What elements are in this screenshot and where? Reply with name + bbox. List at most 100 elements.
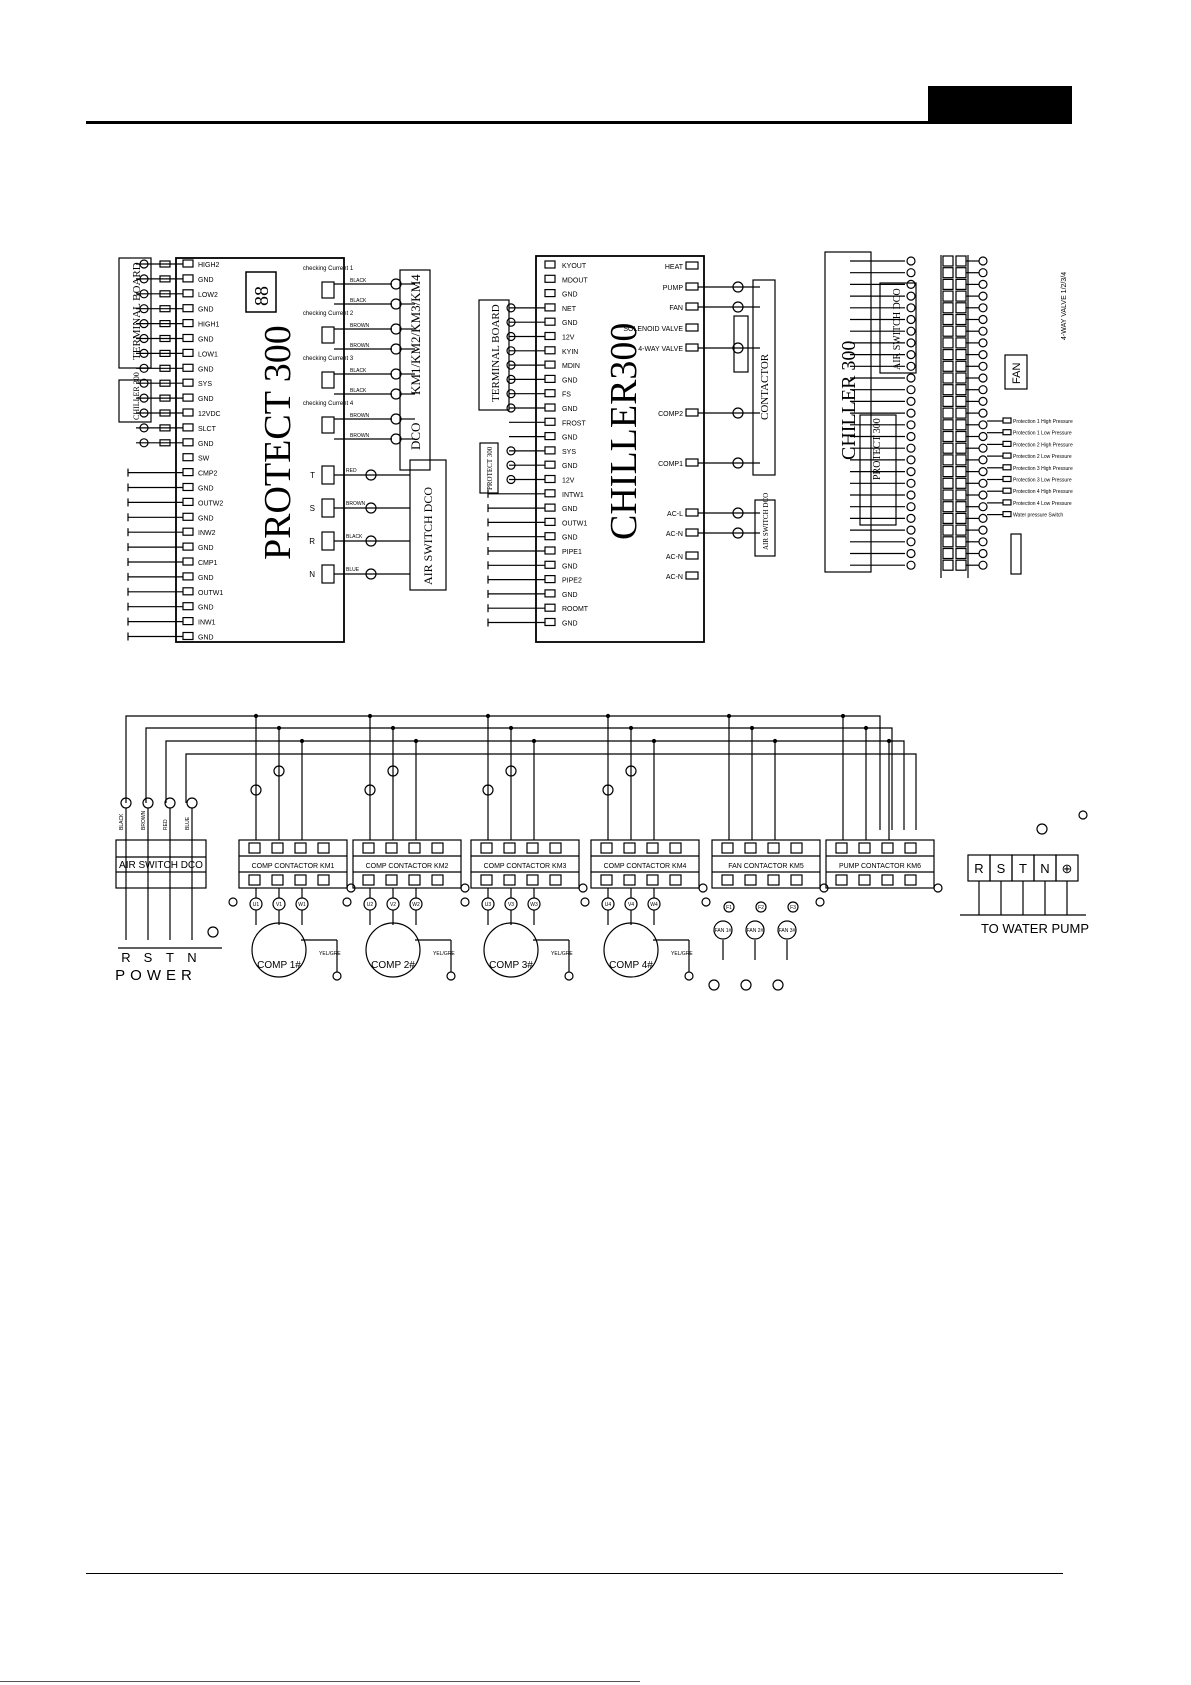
wire-number-marker [978,279,988,289]
wire-number-marker [906,537,916,547]
wire-number-marker [906,291,916,301]
fan-earth [740,979,752,991]
wire-number-marker [906,513,916,524]
chiller-title: CHILLER300 [603,323,645,540]
wire-number-marker [364,784,376,796]
pump-terminal-label: T [1019,861,1027,876]
fan-motor [713,920,733,940]
chiller-terminal-label: GND [562,463,578,470]
terminal-chiller-box [824,251,872,573]
wire-number-marker [906,385,916,395]
chiller-terminal-label: FS [562,392,571,399]
coil-terminal-marker [701,897,711,907]
wire-number-marker [506,389,516,399]
wire-number-marker [906,373,916,383]
wire-number-marker [978,350,988,360]
chiller-terminal-label: INTW1 [562,492,584,499]
protect-terminal-label: INW1 [198,620,216,627]
terminal-protect: PROTECT 300 [872,418,883,480]
motor-terminal-label: U2 [367,902,374,908]
chiller-terminal-board-label: TERMINAL BOARD [490,304,502,402]
wire-number-marker [732,407,744,419]
pump-terminal-label: S [997,861,1006,876]
protect-terminal-label: LOW1 [198,351,218,358]
wire-number-marker [906,279,916,289]
wire-number-marker [906,502,916,512]
protect-terminal-label: GND [198,635,214,642]
wire-number-marker [139,304,149,314]
protection-label: Protection 2 High Pressure [1013,442,1073,448]
fan-earth [772,979,784,991]
motor-terminal-label: V1 [276,902,282,908]
terminal-fan: FAN [1011,363,1023,384]
wire-number-marker [978,314,988,325]
protect-display-value: 88 [251,286,273,306]
chiller-contactor: CONTACTOR [759,353,771,420]
compressor-motor [603,922,659,978]
fan-terminal [787,901,799,913]
wire-number-marker [506,460,516,470]
earth-symbol [207,926,219,938]
pump-terminal-label: ⊕ [1062,861,1073,876]
wire-number-marker [387,765,399,777]
chiller-terminal-label: ROOMT [562,606,589,613]
wire-number-marker [139,319,149,329]
wire-number-marker [906,525,916,535]
chiller-terminal-label: MDIN [562,363,580,370]
coil-terminal-marker [578,883,588,893]
terminal-valve: 4-WAY VALVE 1/2/3/4 [1061,272,1068,340]
svg-text:AIR SWITCH DCO: AIR SWITCH DCO [119,860,203,871]
chiller-air-switch: AIR SWITCH DCO [762,493,770,550]
chiller-terminal-label: GND [562,435,578,442]
fan-motor [745,920,765,940]
phase-terminal-marker [365,502,377,514]
protect-terminal-label: OUTW2 [198,500,223,507]
wire-number-marker [906,408,916,418]
motor-terminal-label: W3 [530,902,538,908]
wire-color-label: BLACK [350,388,367,394]
protect-terminal-label: INW2 [198,530,216,537]
protect-terminal-label: GND [198,337,214,344]
coil-terminal-marker [698,883,708,893]
wire-number-marker [906,467,916,477]
wire-color-label: YEL/GRE [319,951,341,957]
coil-terminal-marker [580,897,590,907]
protect-terminal-label: SW [198,456,210,463]
protection-label: Protection 2 Low Pressure [1013,454,1072,460]
compressor-motor [251,922,307,978]
wire-number-marker [506,403,516,413]
wire-color-label: BLACK [119,813,125,830]
wire-color-label: BLACK [346,534,363,540]
wire-color-label: BROWN [346,501,366,507]
chiller-terminal-label: GND [562,320,578,327]
chiller-output-label: FAN [669,305,683,312]
chiller-output-label: AC-L [667,511,683,518]
water-pump-label: TO WATER PUMP [981,921,1089,936]
wire-number-marker [506,474,516,485]
page-edge-rule [0,1681,640,1682]
chiller-terminal-label: GND [562,506,578,513]
contactor-4: COMP CONTACTOR KM4 [580,839,708,907]
wire-number-marker [625,765,637,777]
wire-number-marker [506,374,516,384]
chiller-output-label: HEAT [665,264,684,271]
wire-number-marker [978,455,988,465]
chiller-terminal-label: KYIN [562,349,578,356]
protect-terminal-label: GND [198,307,214,314]
power-phase-letter: R [121,950,130,965]
chiller-terminal-label: 12V [562,335,575,342]
protect-terminal-label: OUTW1 [198,590,223,597]
wire-number-marker [732,342,744,354]
phase-terminal-marker [365,535,377,547]
motor-terminal-label: U3 [485,902,492,908]
wire-color-label: YEL/GRE [551,951,573,957]
chiller-output-label: AC-N [666,531,683,538]
wire-number-marker [273,765,285,777]
compressor-label: COMP 4# [609,960,653,971]
motor-terminal-label: V2 [390,902,396,908]
header-rule [86,121,1072,124]
